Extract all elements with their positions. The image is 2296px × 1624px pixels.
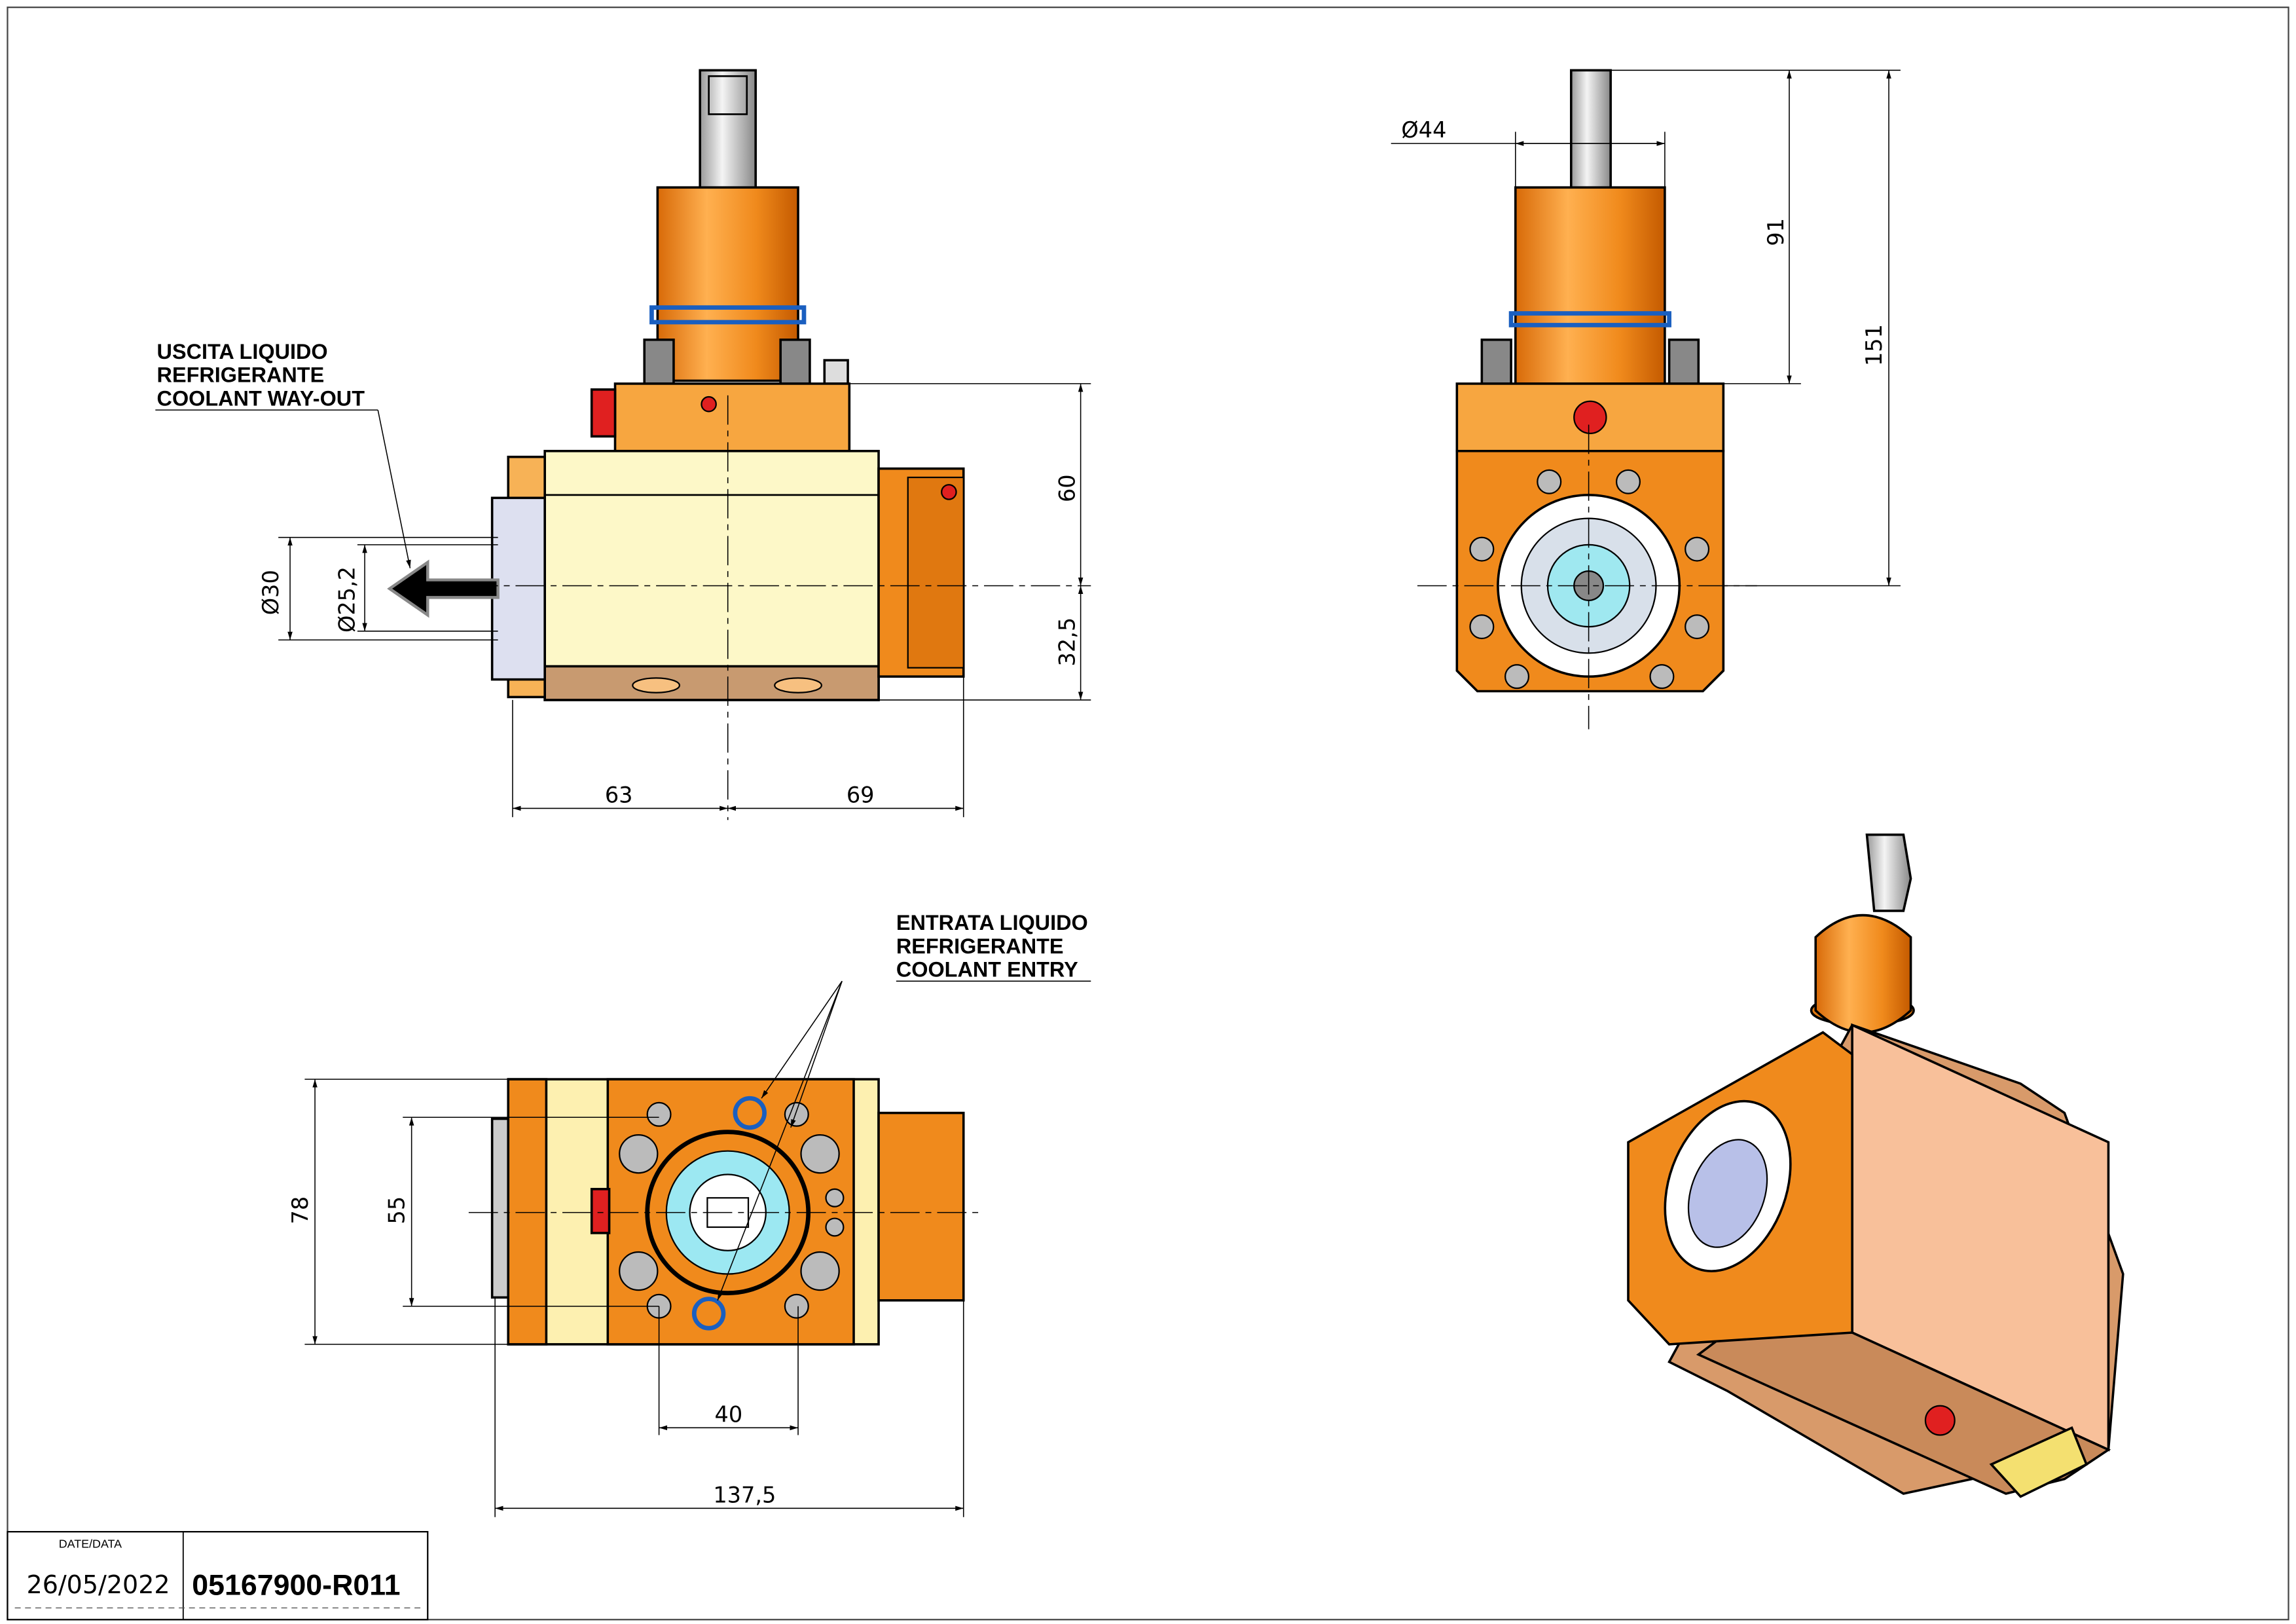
dim-40: 40 (715, 1401, 743, 1427)
dim-63: 63 (605, 782, 633, 807)
dim-d25-2: 25,2 (334, 566, 359, 616)
dim-151: 151 (1861, 324, 1887, 366)
dim-diameter-symbol: Ø (1401, 117, 1418, 143)
dim-d44: 44 (1419, 117, 1447, 143)
dim-137-5: 137,5 (713, 1482, 776, 1507)
dim-diameter-symbol: Ø (258, 598, 283, 615)
label-line: USCITA LIQUIDO (157, 340, 328, 363)
dim-60: 60 (1055, 474, 1080, 502)
dim-diameter-symbol: Ø (334, 616, 359, 633)
dim-91: 91 (1763, 218, 1789, 246)
dim-d30: 30 (258, 570, 283, 598)
dim-32-5: 32,5 (1055, 618, 1080, 667)
coolant-entry-label: ENTRATA LIQUIDO REFRIGERANTE COOLANT ENT… (896, 911, 1088, 982)
drawing-number: 05167900-R011 (192, 1569, 400, 1601)
front-view (387, 69, 1091, 821)
svg-text:Ø30: Ø30 (258, 570, 283, 615)
date-label: DATE/DATA (59, 1538, 122, 1551)
label-line: COOLANT ENTRY (896, 958, 1078, 982)
label-line: COOLANT WAY-OUT (157, 386, 365, 410)
svg-text:Ø44: Ø44 (1401, 117, 1446, 143)
date-value: 26/05/2022 (27, 1570, 170, 1599)
dim-69: 69 (847, 782, 875, 807)
coolant-out-arrow (387, 559, 500, 618)
dim-78: 78 (287, 1196, 313, 1225)
label-line: REFRIGERANTE (896, 934, 1064, 958)
bottom-dimensions: 78 55 40 137,5 (287, 980, 1091, 1517)
front-dimensions: Ø30 Ø25,2 60 32,5 63 69 (155, 383, 1091, 817)
sheet-border (7, 7, 2289, 1621)
bottom-view (468, 1078, 981, 1346)
side-dimensions: Ø44 91 151 (1391, 69, 1901, 587)
label-line: ENTRATA LIQUIDO (896, 911, 1088, 934)
side-view (1417, 69, 1757, 729)
dim-55: 55 (384, 1196, 409, 1225)
isometric-view (1627, 833, 2124, 1498)
coolant-out-label: USCITA LIQUIDO REFRIGERANTE COOLANT WAY-… (157, 340, 365, 411)
title-block: DATE/DATA 26/05/2022 05167900-R011 (7, 1530, 429, 1621)
svg-text:Ø25,2: Ø25,2 (334, 566, 359, 633)
label-line: REFRIGERANTE (157, 363, 325, 387)
